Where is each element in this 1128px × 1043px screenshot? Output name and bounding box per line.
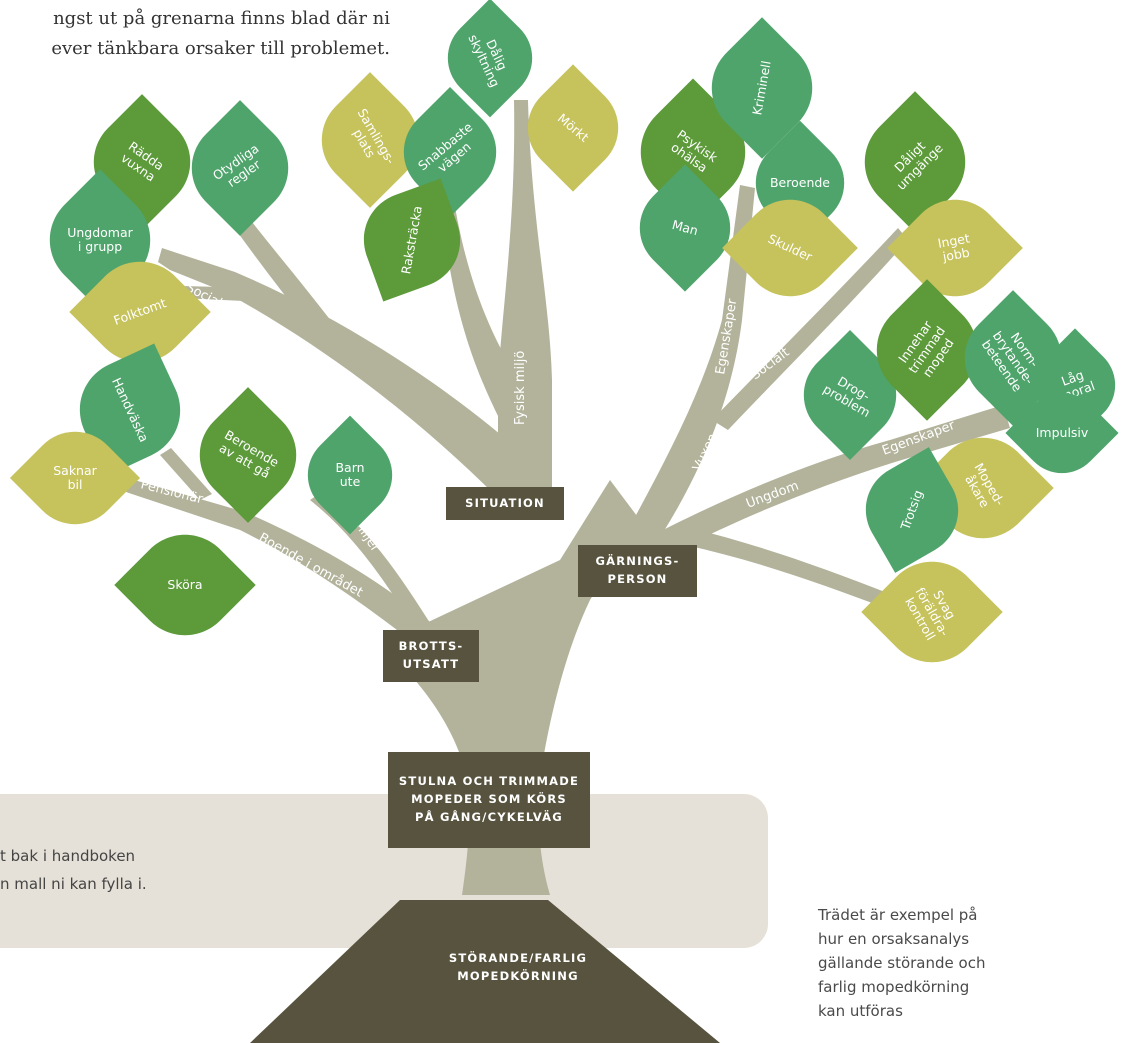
leaf-shape bbox=[307, 415, 393, 535]
branch-vuxen-socialt bbox=[712, 228, 908, 430]
trunk bbox=[390, 480, 640, 895]
branch-familjer bbox=[310, 492, 432, 636]
leaf-samlingsplats: Samlings-plats bbox=[321, 72, 419, 208]
leaf-label: Ingetjobb bbox=[937, 230, 974, 264]
tree-trunk-and-branches bbox=[120, 100, 1010, 895]
leaf-innehar-trimmad-moped: Innehartrimmadmoped bbox=[876, 279, 978, 421]
branch-social-upper bbox=[218, 196, 338, 340]
leaf-shape bbox=[363, 178, 461, 302]
branch-ungdom bbox=[605, 405, 1010, 580]
leaf-drogproblem: Drog-problem bbox=[803, 329, 897, 461]
leaf-shape bbox=[191, 100, 289, 236]
leaf-kriminell: Kriminell bbox=[711, 17, 813, 159]
caption-text: Trädet är exempel på hur en orsaksanalys… bbox=[818, 906, 986, 1020]
leaf-shape bbox=[876, 279, 978, 421]
leaf-label: Impulsiv bbox=[1036, 425, 1089, 440]
tree-base bbox=[250, 900, 720, 1043]
box-root: STÖRANDE/FARLIG MOPEDKÖRNING bbox=[448, 951, 588, 983]
label-fysisk-miljo: Fysisk miljö bbox=[513, 351, 528, 425]
branch-situation-left bbox=[440, 195, 530, 420]
leaf-shape bbox=[9, 431, 141, 525]
box-situation: SITUATION bbox=[446, 487, 564, 520]
branch-folktomt bbox=[180, 286, 265, 302]
leaf-shape bbox=[447, 0, 533, 118]
leaf-shape bbox=[711, 17, 813, 159]
box-trunk: STULNA OCH TRIMMADE MOPEDER SOM KÖRS PÅ … bbox=[388, 752, 590, 848]
leaf-label: Man bbox=[670, 217, 699, 238]
leaf-shape bbox=[861, 561, 1003, 663]
leaf-shape bbox=[69, 261, 211, 363]
leaf-beroende-av-att-ga: Beroendeav att gå bbox=[199, 387, 297, 523]
leaf-shape bbox=[887, 199, 1023, 297]
leaf-trotsig: Trotsig bbox=[865, 447, 959, 573]
leaf-skora: Sköra bbox=[114, 534, 256, 636]
leaf-morkt: Mörkt bbox=[527, 64, 619, 192]
box-victim: BROTTS- UTSATT bbox=[383, 630, 479, 682]
leaf-shape bbox=[864, 91, 966, 233]
leaf-man: Man bbox=[639, 164, 731, 292]
leaf-daligt-umgange: Dåligtumgänge bbox=[864, 91, 966, 233]
leaf-skulder: Skulder bbox=[722, 199, 858, 297]
leaf-inget-jobb: Ingetjobb bbox=[887, 199, 1023, 297]
leaf-shape bbox=[865, 447, 959, 573]
leaf-shape bbox=[639, 164, 731, 292]
leaf-otydliga-regler: Otydligaregler bbox=[191, 100, 289, 236]
leaf-label: Sköra bbox=[167, 577, 202, 592]
leaf-dalig-skyltning: Dåligskyltning bbox=[447, 0, 533, 118]
leaf-impulsiv: Impulsiv bbox=[1005, 392, 1119, 474]
leaf-shape bbox=[321, 72, 419, 208]
leaf-shape bbox=[527, 64, 619, 192]
panel-text: t bak i handboken n mall ni kan fylla i. bbox=[0, 847, 147, 893]
leaf-shape bbox=[1005, 392, 1119, 474]
leaf-svag-foraldrakontroll: Svagföräldra-kontroll bbox=[861, 561, 1003, 663]
branch-ungdom-socialt bbox=[685, 528, 900, 612]
branch-offender-vuxen bbox=[620, 185, 755, 560]
leaf-label: Beroende bbox=[770, 175, 830, 190]
leaf-shape bbox=[722, 199, 858, 297]
branch-social-kontroll bbox=[158, 248, 528, 498]
leaf-shape bbox=[114, 534, 256, 636]
leaf-raksträcka: Raksträcka bbox=[363, 178, 461, 302]
leaf-folktomt: Folktomt bbox=[69, 261, 211, 363]
leaf-shape bbox=[803, 329, 897, 461]
leaf-shape bbox=[199, 387, 297, 523]
intro-text: ngst ut på grenarna finns blad där ni ev… bbox=[51, 8, 390, 59]
box-offender: GÄRNINGS- PERSON bbox=[578, 545, 697, 597]
branch-handvaska bbox=[160, 448, 212, 500]
